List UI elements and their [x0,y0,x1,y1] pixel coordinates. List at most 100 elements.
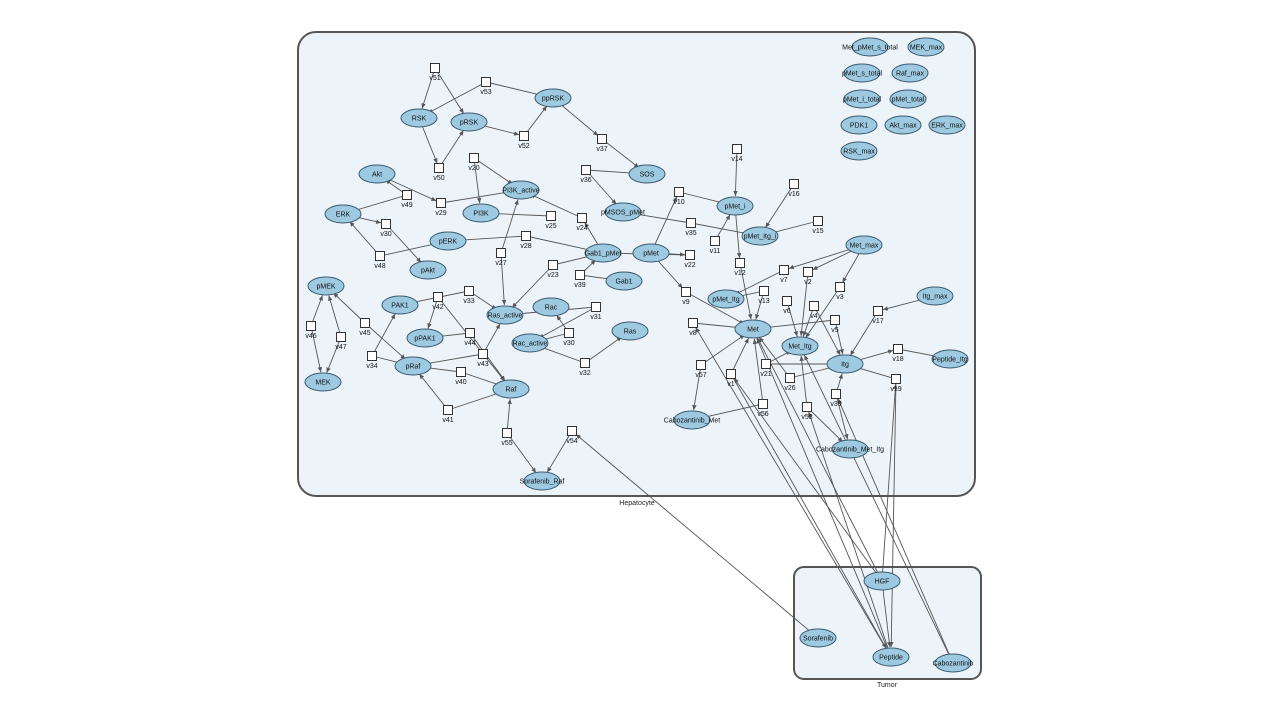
species-node[interactable]: pRaf [394,356,432,376]
species-node[interactable]: Cabozantinib_Met [664,410,720,430]
species-node[interactable]: Akt_max [884,115,922,135]
reaction-node[interactable]: v6 [782,296,792,316]
reaction-box[interactable] [674,187,684,197]
reaction-node[interactable]: v9 [681,287,691,307]
reaction-box[interactable] [381,219,391,229]
reaction-box[interactable] [803,267,813,277]
species-ellipse[interactable] [611,321,649,341]
species-node[interactable]: Met_Itg [781,336,819,356]
reaction-box[interactable] [433,292,443,302]
reaction-node[interactable]: v43 [477,349,489,369]
species-ellipse[interactable] [307,276,345,296]
reaction-box[interactable] [696,360,706,370]
reaction-box[interactable] [478,349,488,359]
species-ellipse[interactable] [394,356,432,376]
species-node[interactable]: pMet_total [889,89,927,109]
reaction-node[interactable]: v50 [433,163,445,183]
species-node[interactable]: PDK1 [840,115,878,135]
reaction-node[interactable]: v11 [710,236,721,256]
species-ellipse[interactable] [409,260,447,280]
species-node[interactable]: Met_max [845,235,883,255]
species-node[interactable]: MEK [304,372,342,392]
species-ellipse[interactable] [450,112,488,132]
reaction-node[interactable]: v30 [563,328,575,348]
species-node[interactable]: Gab1 [605,271,643,291]
species-node[interactable]: PI3K_active [502,180,540,200]
species-ellipse[interactable] [492,379,530,399]
species-ellipse[interactable] [628,164,666,184]
reaction-box[interactable] [891,374,901,384]
species-node[interactable]: Raf_max [891,63,929,83]
reaction-node[interactable]: v21 [760,359,772,379]
reaction-node[interactable]: v53 [480,77,492,97]
reaction-box[interactable] [443,405,453,415]
species-ellipse[interactable] [734,319,772,339]
reaction-node[interactable]: v54 [566,426,578,446]
species-node[interactable]: ppRSK [534,88,572,108]
reaction-node[interactable]: v13 [758,286,770,306]
species-node[interactable]: ERK_max [928,115,966,135]
reaction-node[interactable]: v48 [374,251,386,271]
species-ellipse[interactable] [604,202,642,222]
species-node[interactable]: Peptide_Itg [931,349,969,369]
reaction-box[interactable] [502,428,512,438]
species-ellipse[interactable] [781,336,819,356]
reaction-node[interactable]: v14 [731,144,743,164]
reaction-node[interactable]: v33 [463,286,475,306]
reaction-node[interactable]: v44 [464,328,476,348]
species-node[interactable]: pMet [632,243,670,263]
reaction-node[interactable]: v5 [830,315,840,335]
reaction-box[interactable] [434,163,444,173]
reaction-box[interactable] [521,231,531,241]
reaction-node[interactable]: v45 [359,318,371,338]
species-ellipse[interactable] [891,63,929,83]
species-ellipse[interactable] [304,372,342,392]
reaction-node[interactable]: v37 [596,134,608,154]
reaction-node[interactable]: v15 [812,216,824,236]
reaction-box[interactable] [464,286,474,296]
species-node[interactable]: PI3K [462,203,500,223]
reaction-box[interactable] [575,270,585,280]
reaction-node[interactable]: v24 [576,213,588,233]
reaction-box[interactable] [481,77,491,87]
reaction-box[interactable] [597,134,607,144]
species-ellipse[interactable] [799,628,837,648]
reaction-node[interactable]: v28 [520,231,532,251]
species-node[interactable]: Sorafenib [799,628,837,648]
reaction-node[interactable]: v39 [574,270,586,290]
reaction-node[interactable]: v19 [890,374,902,394]
reaction-box[interactable] [567,426,577,436]
reaction-node[interactable]: v34 [366,351,378,371]
reaction-node[interactable]: v10 [673,187,685,207]
reaction-box[interactable] [761,359,771,369]
species-node[interactable]: pMet_i [716,196,754,216]
species-ellipse[interactable] [843,63,881,83]
species-ellipse[interactable] [511,333,549,353]
reaction-node[interactable]: v46 [305,321,317,341]
reaction-node[interactable]: v47 [335,332,347,352]
species-ellipse[interactable] [928,115,966,135]
reaction-node[interactable]: v42 [432,292,444,312]
reaction-box[interactable] [830,315,840,325]
reaction-box[interactable] [685,250,695,260]
species-node[interactable]: Itg_max [916,286,954,306]
species-ellipse[interactable] [907,37,945,57]
species-node[interactable]: ERK [324,204,362,224]
species-node[interactable]: Cabozantinib_Met_Itg [816,439,884,459]
reaction-node[interactable]: v55 [501,428,513,448]
reaction-box[interactable] [564,328,574,338]
reaction-node[interactable]: v20 [468,153,480,173]
species-ellipse[interactable] [872,647,910,667]
species-ellipse[interactable] [605,271,643,291]
species-ellipse[interactable] [889,89,927,109]
reaction-box[interactable] [496,248,506,258]
species-ellipse[interactable] [324,204,362,224]
reaction-node[interactable]: v30 [380,219,392,239]
reaction-box[interactable] [581,165,591,175]
species-node[interactable]: pRSK [450,112,488,132]
species-ellipse[interactable] [673,410,711,430]
reaction-node[interactable]: v49 [401,190,413,210]
reaction-box[interactable] [375,251,385,261]
reaction-box[interactable] [758,399,768,409]
reaction-box[interactable] [469,153,479,163]
